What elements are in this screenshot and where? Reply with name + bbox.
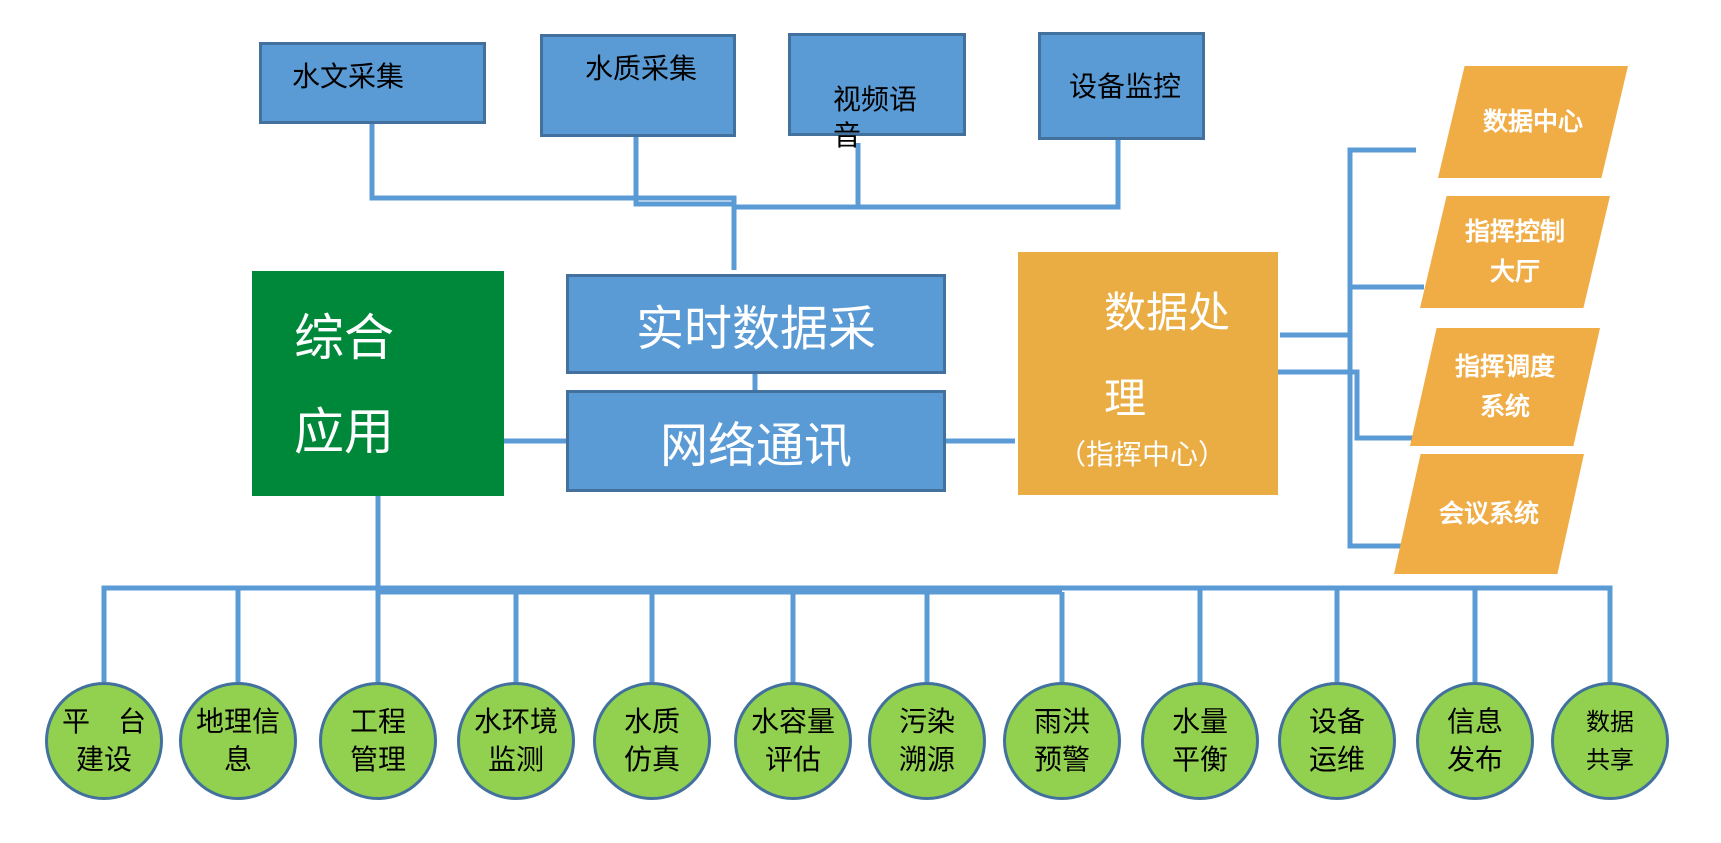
output-command-hall-label: 指挥控制 大厅 (1464, 217, 1565, 286)
module-equipment-maintenance: 设备 运维 (1278, 682, 1396, 800)
output-data-center: 数据中心 (1438, 66, 1628, 178)
module-water-environment-monitoring: 水环境 监测 (457, 682, 575, 800)
source-equipment-monitor: 设备监控 (1038, 32, 1205, 140)
integrated-application-label: 综合 应用 (294, 309, 394, 461)
output-dispatch-system: 指挥调度 系统 (1410, 328, 1600, 446)
module-label: 设备 运维 (1308, 705, 1365, 776)
module-label: 平 台 建设 (61, 705, 146, 776)
module-engineering-management: 工程 管理 (319, 682, 437, 800)
output-command-hall: 指挥控制 大厅 (1420, 196, 1610, 308)
output-dispatch-system-label: 指挥调度 系统 (1454, 352, 1555, 421)
realtime-acquisition-box: 实时数据采 (566, 274, 946, 374)
source-video-voice-label: 视频语 音 (833, 83, 918, 152)
module-label: 污染 溯源 (898, 705, 955, 776)
output-conference-system: 会议系统 (1394, 454, 1584, 574)
module-water-balance: 水量 平衡 (1141, 682, 1259, 800)
source-water-quality-label: 水质采集 (585, 52, 698, 85)
module-water-capacity-assessment: 水容量 评估 (734, 682, 852, 800)
module-label: 信息 发布 (1446, 705, 1503, 776)
module-water-quality-simulation: 水质 仿真 (593, 682, 711, 800)
module-label: 地理信 息 (195, 705, 280, 776)
source-hydrology: 水文采集 (259, 42, 486, 124)
source-equipment-monitor-label: 设备监控 (1069, 70, 1182, 103)
module-label: 水容量 评估 (750, 705, 835, 776)
module-data-sharing: 数据 共享 (1551, 682, 1669, 800)
data-processing-title: 数据处 理 (1104, 288, 1231, 423)
output-conference-system-label: 会议系统 (1438, 499, 1539, 528)
module-flood-warning: 雨洪 预警 (1003, 682, 1121, 800)
module-platform-construction: 平 台 建设 (45, 682, 163, 800)
module-label: 数据 共享 (1586, 708, 1634, 774)
network-communication-box: 网络通讯 (566, 390, 946, 492)
source-video-voice: 视频语 音 (788, 33, 966, 152)
source-water-quality: 水质采集 (540, 34, 736, 137)
module-label: 水环境 监测 (473, 705, 558, 776)
module-label: 工程 管理 (349, 705, 406, 776)
module-label: 水量 平衡 (1171, 705, 1228, 776)
module-label: 雨洪 预警 (1033, 705, 1090, 776)
module-label: 水质 仿真 (623, 705, 680, 776)
data-processing-subtitle: （指挥中心） (1058, 438, 1227, 471)
integrated-application-box: 综合 应用 (252, 271, 504, 496)
output-data-center-label: 数据中心 (1482, 107, 1583, 136)
module-geographic-info: 地理信 息 (179, 682, 297, 800)
realtime-acquisition-label: 实时数据采 (635, 301, 876, 357)
network-communication-label: 网络通讯 (659, 418, 852, 474)
module-pollution-tracing: 污染 溯源 (868, 682, 986, 800)
source-hydrology-label: 水文采集 (292, 60, 405, 93)
data-processing-box: 数据处 理 （指挥中心） (1018, 252, 1278, 495)
module-information-release: 信息 发布 (1416, 682, 1534, 800)
